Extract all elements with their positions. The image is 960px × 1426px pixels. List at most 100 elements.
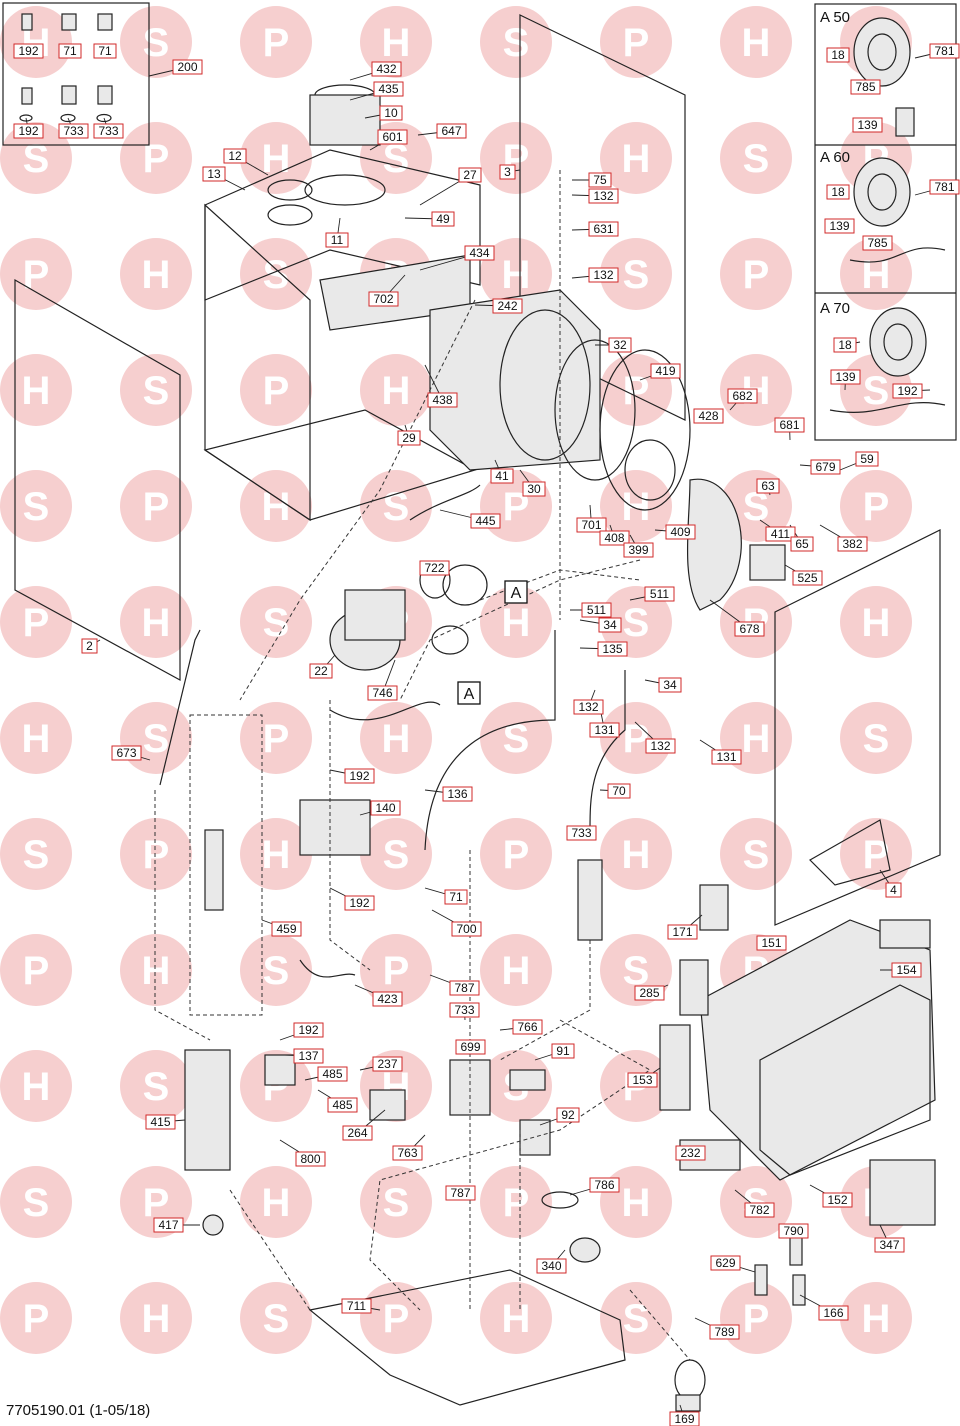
part-number-text: 140 (375, 801, 395, 815)
part-number-label: 13 (202, 166, 226, 182)
part-number-label: 700 (451, 921, 482, 937)
watermark-letter: H (502, 949, 531, 993)
part-number-box (709, 1324, 740, 1340)
part-number-label: 631 (588, 221, 619, 237)
part-number-box (634, 985, 665, 1001)
part-number-text: 781 (934, 44, 954, 58)
watermark-circle (480, 934, 552, 1006)
part-number-text: 409 (670, 525, 690, 539)
part-number-box (458, 167, 482, 183)
watermark-letter: H (262, 1181, 291, 1225)
watermark-letter: S (863, 369, 890, 413)
fan-part (329, 561, 488, 671)
watermark-letter: H (622, 1181, 651, 1225)
part-number-text: 682 (732, 389, 752, 403)
part-number-box (675, 1145, 706, 1161)
part-number-label: 285 (634, 985, 665, 1001)
part-number-box (892, 383, 923, 399)
watermark-circle (0, 6, 72, 78)
part-number-text: 59 (860, 452, 874, 466)
part-number-box (490, 468, 514, 484)
part-number-box (202, 166, 226, 182)
watermark-letter: H (862, 1297, 891, 1341)
part-number-box (492, 298, 523, 314)
watermark-circle (240, 702, 312, 774)
part-number-text: 29 (402, 431, 416, 445)
part-number-text: 192 (18, 124, 38, 138)
part-number-label: 681 (774, 417, 805, 433)
part-number-label: 781 (929, 43, 960, 59)
part-number-box (368, 291, 399, 307)
part-number-text: 171 (672, 925, 692, 939)
part-number-label: 423 (372, 991, 403, 1007)
part-number-box (536, 1258, 567, 1274)
part-number-box (379, 105, 403, 121)
part-number-box (442, 786, 473, 802)
watermark-circle (120, 122, 192, 194)
part-number-text: 18 (831, 185, 845, 199)
watermark-letter: P (143, 485, 170, 529)
watermark-letter: S (623, 601, 650, 645)
inset-title-a70: A 70 (820, 300, 850, 317)
part-number-text: 408 (604, 531, 624, 545)
part-number-text: 511 (587, 603, 606, 617)
part-number-label: 782 (744, 1202, 775, 1218)
part-number-text: 525 (797, 571, 817, 585)
part-number-label: 30 (522, 481, 546, 497)
watermark-letter: P (23, 1297, 50, 1341)
watermark-circle (240, 1166, 312, 1238)
part-number-label: 647 (436, 123, 467, 139)
part-number-text: 13 (207, 167, 221, 181)
watermark-letter: H (502, 253, 531, 297)
side-panel-left (14, 278, 181, 682)
part-number-text: 785 (867, 236, 887, 250)
part-number-label: 417 (153, 1217, 184, 1233)
watermark-circle (720, 238, 792, 310)
part-number-label: 132 (588, 188, 619, 204)
watermark-circle (480, 1282, 552, 1354)
diagram-text: A 50 A 60 A 70 A A (457, 9, 850, 705)
part-number-box (929, 179, 960, 195)
watermark-letter: P (383, 949, 410, 993)
part-number-text: 137 (298, 1049, 318, 1063)
watermark-circle (360, 818, 432, 890)
watermark-circle (120, 238, 192, 310)
watermark-letter: H (742, 717, 771, 761)
part-number-text: 70 (612, 784, 626, 798)
part-number-label: 459 (271, 921, 302, 937)
part-number-text: 631 (593, 222, 613, 236)
part-number-text: 733 (98, 124, 118, 138)
part-number-text: 601 (382, 130, 402, 144)
part-number-box (93, 43, 117, 59)
part-number-box (293, 1048, 324, 1064)
part-number-label: 485 (327, 1097, 358, 1113)
watermark-circle (0, 934, 72, 1006)
fitting-part (19, 13, 113, 123)
part-number-label: 192 (344, 895, 375, 911)
part-number-label: 152 (822, 1192, 853, 1208)
part-number-text: 139 (835, 370, 855, 384)
part-number-box (822, 1192, 853, 1208)
watermark-circle (600, 122, 672, 194)
part-number-label: 399 (623, 542, 654, 558)
watermark-letter: H (142, 1297, 171, 1341)
part-number-label: 71 (444, 889, 468, 905)
part-number-box (727, 388, 758, 404)
watermark-circle (840, 470, 912, 542)
watermark-letter: H (262, 485, 291, 529)
part-number-text: 34 (663, 678, 677, 692)
part-number-box (145, 1114, 176, 1130)
part-number-text: 27 (463, 168, 477, 182)
watermark-circle (0, 586, 72, 658)
part-number-label: 49 (431, 211, 455, 227)
part-number-label: 140 (370, 800, 401, 816)
part-number-box (522, 481, 546, 497)
part-number-text: 71 (98, 44, 112, 58)
part-number-box (431, 211, 455, 227)
watermark-letter: S (23, 137, 50, 181)
part-number-box (855, 451, 879, 467)
part-number-label: 75 (588, 172, 612, 188)
part-number-box (589, 1177, 620, 1193)
part-number-text: 71 (63, 44, 77, 58)
